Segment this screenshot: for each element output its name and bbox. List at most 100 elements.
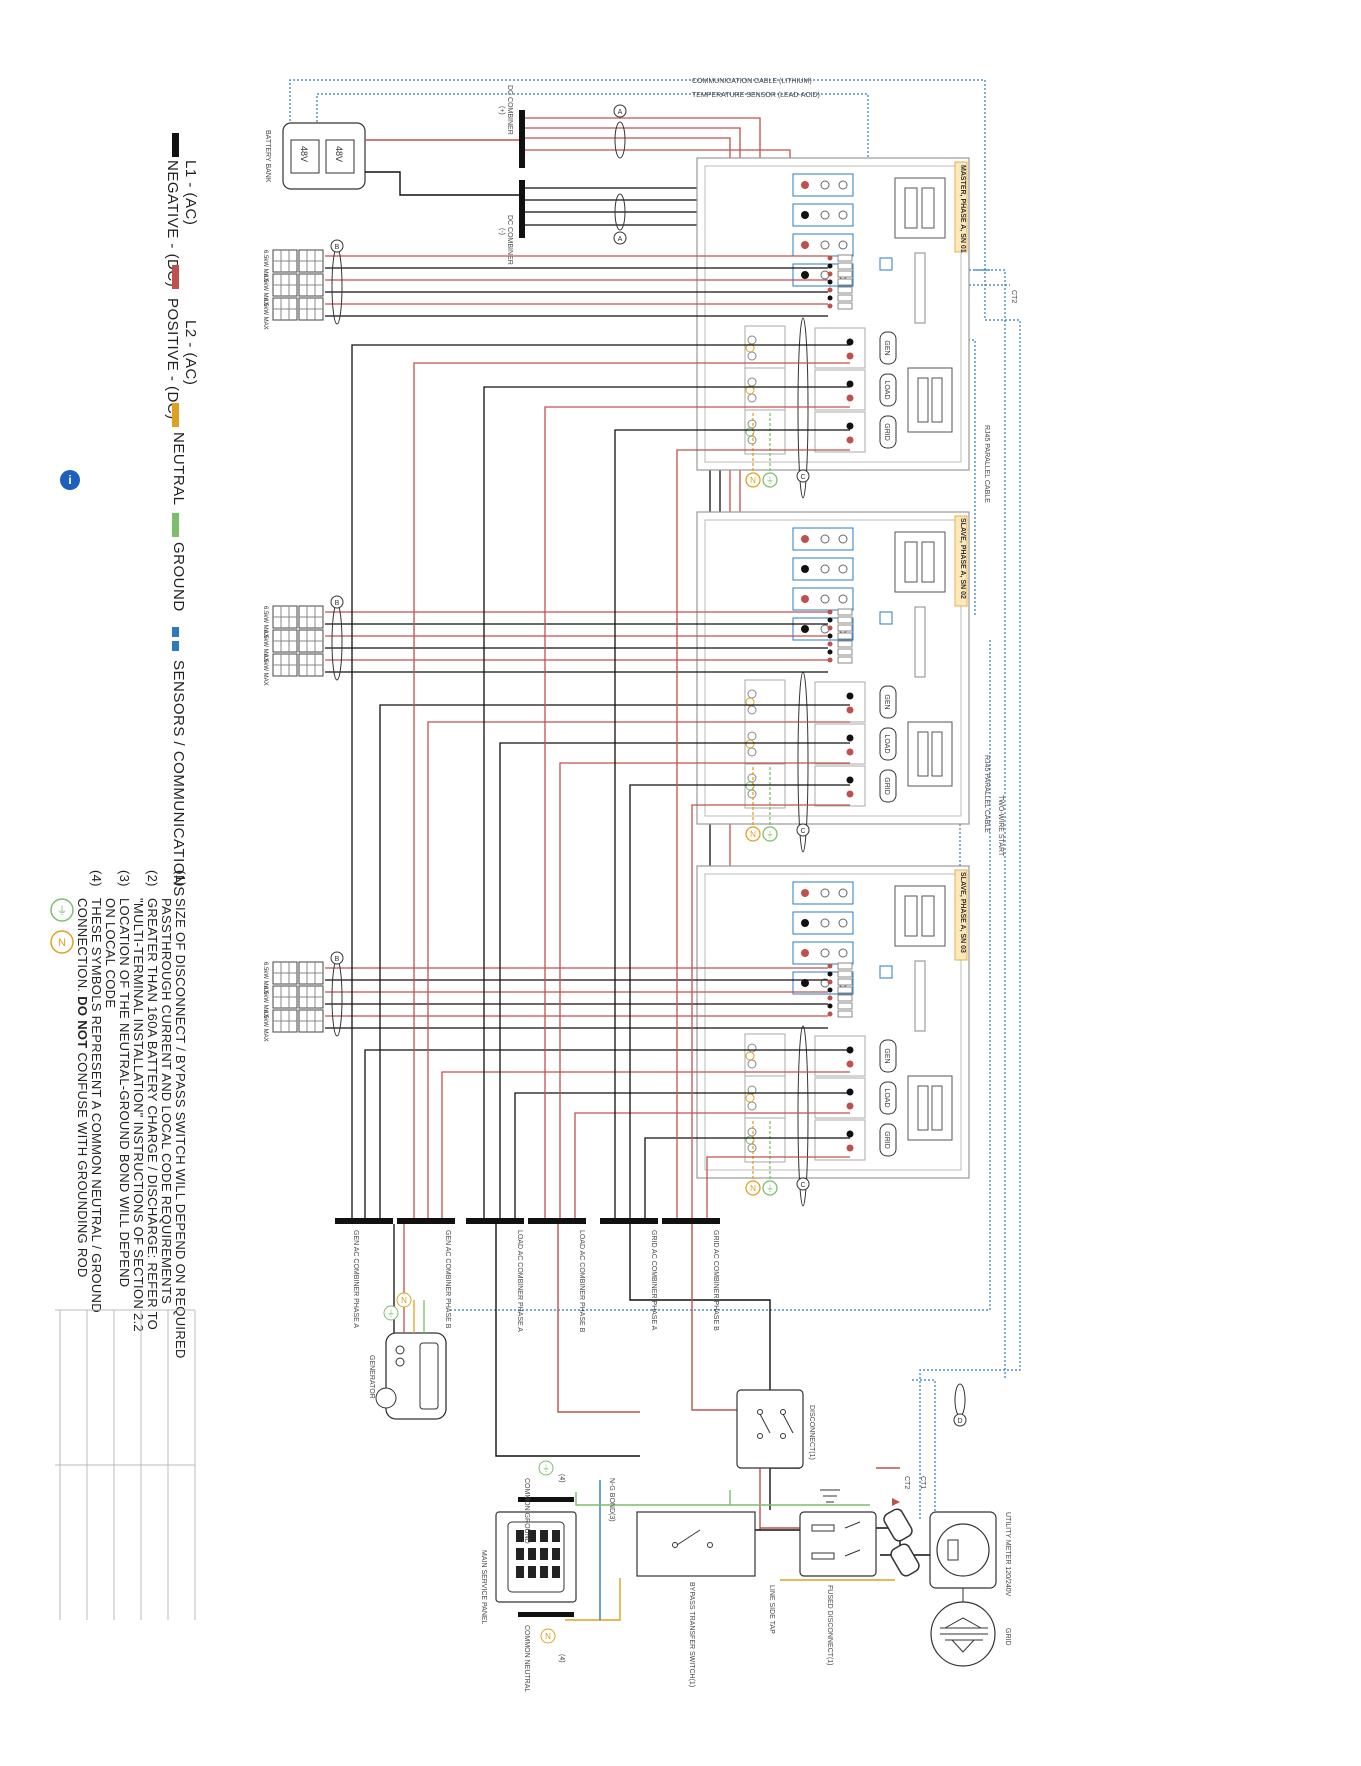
inverter-neutral-symbol bbox=[745, 826, 761, 842]
note4-tag-neutral: (4) bbox=[558, 1654, 565, 1663]
dc-terminal-screw bbox=[820, 564, 830, 574]
dc-terminal-screw bbox=[838, 888, 848, 898]
dc-terminal-dot bbox=[801, 625, 809, 633]
rj45-label-2: RJ45 PARALLEL CABLE bbox=[983, 755, 990, 833]
ac-port-label: GRID bbox=[883, 423, 890, 441]
ac-terminal-housing bbox=[814, 369, 866, 411]
main-service-panel: MAIN SERVICE PANEL bbox=[480, 1511, 577, 1625]
inverter-title-band bbox=[954, 515, 968, 607]
marker-b-label: B bbox=[335, 956, 340, 963]
inverter-inner-frame bbox=[704, 519, 962, 817]
pv-terminal bbox=[827, 633, 833, 639]
pv-terminal-block bbox=[837, 286, 853, 294]
ac-port-label: GRID bbox=[883, 1131, 890, 1149]
dc-combiner-positive bbox=[519, 110, 525, 168]
rj45-label-1: RJ45 PARALLEL CABLE bbox=[983, 425, 990, 503]
marker-d-ring bbox=[954, 1383, 966, 1417]
ac-l2-dot bbox=[846, 352, 854, 360]
marker-c-label: C bbox=[800, 828, 805, 835]
dc-terminal-screw bbox=[820, 888, 830, 898]
legend-ground: GROUND bbox=[170, 542, 187, 612]
inverter-title-band bbox=[954, 161, 968, 253]
ac-port-label: GEN bbox=[883, 340, 890, 355]
note-1-line2: PASSTHROUGH CURRENT AND LOCAL CODE REQUI… bbox=[159, 898, 174, 1304]
dc-terminal-screw bbox=[820, 918, 830, 928]
marker-b bbox=[330, 595, 344, 609]
dc-terminal-dot bbox=[801, 889, 809, 897]
marker-a-top bbox=[613, 104, 627, 118]
pv-terminal bbox=[827, 971, 833, 977]
pv-terminal-block bbox=[837, 656, 853, 664]
ac-nd-dot bbox=[745, 385, 755, 395]
pv-terminal bbox=[827, 617, 833, 623]
pv-terminal-block bbox=[837, 994, 853, 1002]
comm-cable-label: COMMUNICATION CABLE (LITHIUM) bbox=[692, 78, 812, 85]
pv-terminal bbox=[827, 295, 833, 301]
grid-tower-icon: GRID bbox=[930, 1601, 1011, 1667]
common-neutral-label: COMMON NEUTRAL bbox=[523, 1625, 530, 1692]
ac-breaker-pole bbox=[917, 377, 929, 423]
marker-a-bottom bbox=[613, 231, 627, 245]
ac-screw bbox=[747, 393, 757, 403]
pv-terminal bbox=[827, 1011, 833, 1017]
ct2-label: CT2 bbox=[903, 1476, 910, 1489]
pv-terminal-block bbox=[837, 608, 853, 616]
pv-terminal bbox=[827, 657, 833, 663]
legend-l1-line1: L1 - (AC) bbox=[182, 160, 199, 225]
marker-b bbox=[330, 951, 344, 965]
marker-b bbox=[330, 239, 344, 253]
pv-terminal bbox=[827, 609, 833, 615]
comm-port bbox=[879, 257, 893, 271]
notes: (1) SIZE OF DISCONNECT / BYPASS SWITCH W… bbox=[50, 870, 188, 1359]
battery-bank: 48V 48V BATTERY BANK bbox=[264, 122, 366, 190]
dc-terminal-screw bbox=[820, 210, 830, 220]
pv-terminal bbox=[827, 287, 833, 293]
gen-combiner-a-bar bbox=[335, 1218, 393, 1224]
comm-port-strip bbox=[914, 252, 926, 324]
marker-c-ring bbox=[797, 1025, 809, 1207]
generator: GENERATOR bbox=[368, 1332, 447, 1420]
ac-screw bbox=[747, 1059, 757, 1069]
load-combiner-a-label: LOAD AC COMBINER PHASE A bbox=[516, 1230, 523, 1332]
ac-nd-dot bbox=[745, 343, 755, 353]
pv-terminal-block bbox=[837, 1010, 853, 1018]
ac-port-tag bbox=[879, 1123, 897, 1157]
ac-port-tag bbox=[879, 331, 897, 365]
breaker-pole bbox=[921, 541, 935, 583]
dc-terminal-dot bbox=[801, 271, 809, 279]
note-4-num: (4) bbox=[89, 870, 104, 887]
pv-rating-label: 6.5kW MAX bbox=[262, 986, 268, 1018]
ac-l1-dot bbox=[846, 1130, 854, 1138]
dc-terminal-dot bbox=[801, 919, 809, 927]
bypass-label: BYPASS TRANSFER SWITCH(1) bbox=[688, 1582, 695, 1687]
generator-label: GENERATOR bbox=[368, 1355, 375, 1399]
gen-neutral-symbol-label: N bbox=[401, 1296, 407, 1305]
inverter-neutral-symbol bbox=[745, 1180, 761, 1196]
marker-c-ring bbox=[797, 317, 809, 499]
pv-terminal-block bbox=[837, 986, 853, 994]
ac-l1-dot bbox=[846, 380, 854, 388]
ac-screw bbox=[747, 1143, 757, 1153]
inverter-ground-symbol bbox=[762, 472, 778, 488]
bypass-transfer-switch: BYPASS TRANSFER SWITCH(1) LINE SIDE TAP bbox=[636, 1511, 775, 1687]
comm-port-strip bbox=[914, 960, 926, 1032]
gen-combiner-b-bar bbox=[397, 1218, 455, 1224]
dc-terminal-screw bbox=[820, 594, 830, 604]
inverter-title-band bbox=[954, 869, 968, 961]
battery-breaker bbox=[894, 885, 946, 947]
ac-port-tag bbox=[879, 1081, 897, 1115]
marker-b-label: B bbox=[335, 600, 340, 607]
ac-port-tag bbox=[879, 727, 897, 761]
note-2-num: (2) bbox=[145, 870, 160, 887]
inverter-stack: GENLOADGRIDCN⏚GENLOADGRIDCN⏚GENLOADGRIDC… bbox=[696, 157, 970, 1207]
ac-l2-dot bbox=[846, 1144, 854, 1152]
ac-port-tag bbox=[879, 769, 897, 803]
ac-screw bbox=[747, 731, 757, 741]
dc-terminal-dot bbox=[801, 979, 809, 987]
inverter-neutral-glyph: N bbox=[750, 476, 756, 485]
pv-rating-label: 6.5kW MAX bbox=[262, 630, 268, 662]
breaker-pole bbox=[921, 187, 935, 229]
ac-port-label: GEN bbox=[883, 1048, 890, 1063]
ac-l1-dot bbox=[846, 1088, 854, 1096]
